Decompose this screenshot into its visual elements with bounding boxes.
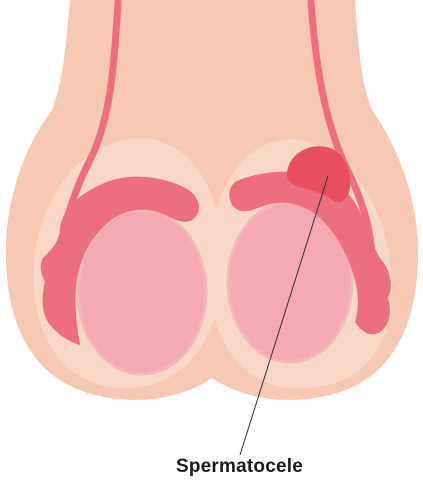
left-testis [78,210,206,374]
spermatocele-label: Spermatocele [28,456,423,478]
